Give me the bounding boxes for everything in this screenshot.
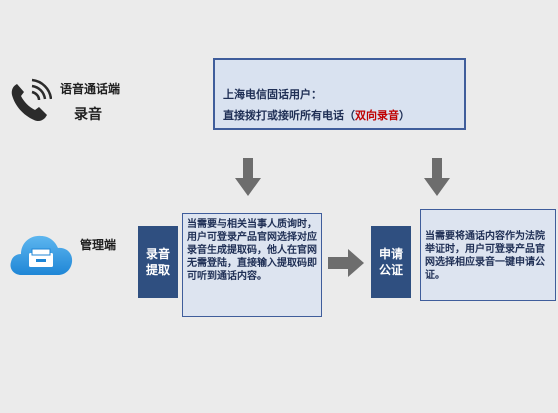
- arrow-down-icon: [424, 158, 450, 196]
- arrow-right-icon: [328, 249, 364, 277]
- arrow-down-icon: [235, 158, 261, 196]
- voice-section-title: 语音通话端: [60, 82, 121, 96]
- description-prefix: 直接拨打或接听所有电话（: [223, 109, 355, 122]
- telecom-user-title: 上海电信固话用户：: [223, 88, 322, 101]
- notarization-description-box: 当需要将通话内容作为法院举证时，用户可登录产品官网选择相应录音一键申请公证。: [420, 209, 556, 301]
- cloud-inbox-icon: [10, 235, 73, 275]
- two-way-recording-highlight: 双向录音: [355, 109, 399, 122]
- apply-notarization-box: 申请 公证: [371, 226, 411, 298]
- voice-section-subtitle: 录音: [74, 107, 102, 123]
- management-label: 管理端: [80, 238, 117, 252]
- retrieve-description-box: 当需要与相关当事人质询时，用户可登录产品官网选择对应录音生成提取码，他人在官网无…: [182, 213, 322, 317]
- retrieve-recording-box: 录音 提取: [138, 226, 178, 298]
- phone-icon: [11, 78, 52, 122]
- telecom-user-box: 上海电信固话用户： 直接拨打或接听所有电话（双向录音）: [213, 58, 466, 130]
- description-suffix: ）: [399, 109, 410, 122]
- telecom-user-description: 直接拨打或接听所有电话（双向录音）: [223, 107, 410, 123]
